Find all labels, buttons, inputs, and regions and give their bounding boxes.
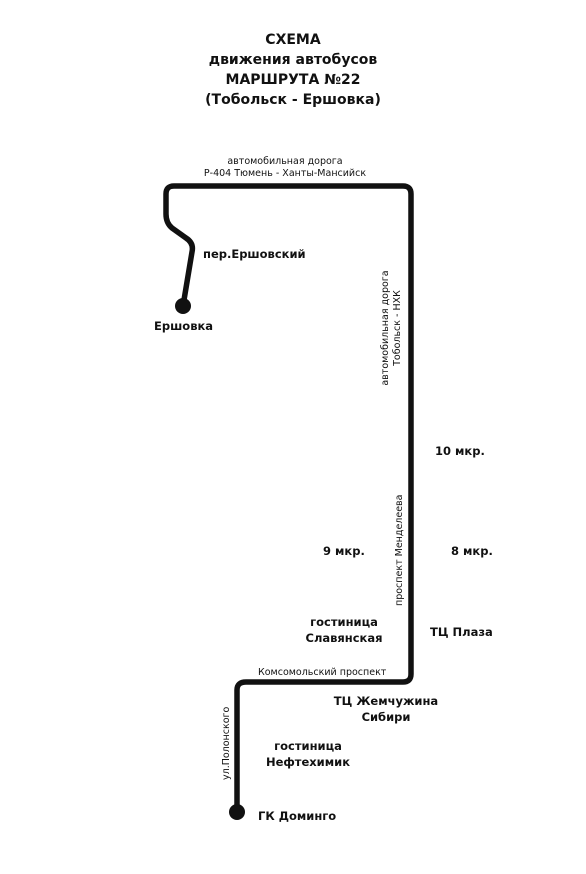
stop-label-tc-zhemchuzhina-sibiri: ТЦ Жемчужина Сибири bbox=[330, 693, 442, 725]
stop-label-ershovka: Ершовка bbox=[154, 319, 214, 333]
stop-label-tc-zhemchuzhina-line-1: ТЦ Жемчужина bbox=[333, 694, 439, 708]
road-label-polonsky: ул.Полонского bbox=[221, 706, 232, 780]
road-label-ershovsky-lane: пер.Ершовский bbox=[203, 247, 306, 261]
stop-label-10-mkr: 10 мкр. bbox=[435, 444, 485, 458]
road-label-highway-r404: автомобильная дорога Р-404 Тюмень - Хант… bbox=[170, 156, 400, 180]
stop-label-hotel-slavyanskaya-line-1: гостиница bbox=[310, 615, 378, 629]
road-label-mendeleev: проспект Менделеева bbox=[394, 494, 405, 606]
stop-label-8-mkr: 8 мкр. bbox=[451, 544, 493, 558]
title-line-2: движения автобусов bbox=[208, 52, 378, 68]
stop-label-hotel-neftekhimik-line-2: Нефтехимик bbox=[265, 755, 351, 769]
terminal-stop-gk-domingo bbox=[229, 804, 245, 820]
stop-label-hotel-slavyanskaya-line-2: Славянская bbox=[305, 631, 383, 645]
title-line-4: (Тобольск - Ершовка) bbox=[205, 92, 381, 108]
road-label-nhk: автомобильная дорога Тобольск - НХК bbox=[380, 264, 404, 392]
diagram-title: СХЕМА движения автобусов МАРШРУТА №22 (Т… bbox=[0, 30, 586, 110]
road-label-komsomolsky: Комсомольский проспект bbox=[258, 667, 387, 678]
stop-label-hotel-neftekhimik: гостиница Нефтехимик bbox=[258, 738, 358, 770]
road-label-highway-line-2: Р-404 Тюмень - Ханты-Мансийск bbox=[203, 168, 367, 179]
title-line-3: МАРШРУТА №22 bbox=[225, 72, 361, 88]
route-line bbox=[163, 183, 414, 815]
stop-label-gk-domingo: ГК Доминго bbox=[258, 809, 337, 823]
stop-label-hotel-slavyanskaya: гостиница Славянская bbox=[296, 614, 392, 646]
road-label-nhk-line-2: Тобольск - НХК bbox=[392, 290, 403, 366]
terminal-stop-ershovka bbox=[175, 298, 191, 314]
road-label-highway-line-1: автомобильная дорога bbox=[227, 156, 343, 167]
stop-label-hotel-neftekhimik-line-1: гостиница bbox=[274, 739, 342, 753]
title-line-1: СХЕМА bbox=[265, 32, 321, 48]
stop-label-9-mkr: 9 мкр. bbox=[323, 544, 365, 558]
stop-label-tc-zhemchuzhina-line-2: Сибири bbox=[361, 710, 411, 724]
stop-label-tc-plaza: ТЦ Плаза bbox=[430, 625, 493, 639]
road-label-nhk-line-1: автомобильная дорога bbox=[380, 270, 391, 386]
